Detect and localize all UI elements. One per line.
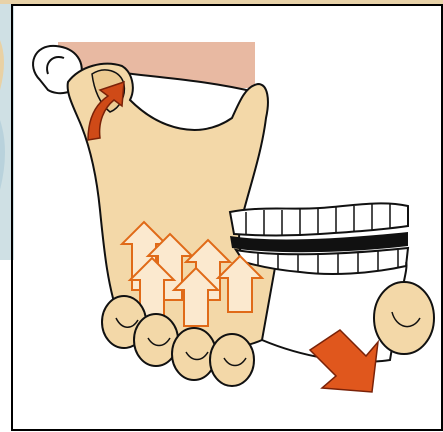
finger <box>210 334 254 386</box>
thumb <box>374 282 434 354</box>
finger <box>172 328 216 380</box>
